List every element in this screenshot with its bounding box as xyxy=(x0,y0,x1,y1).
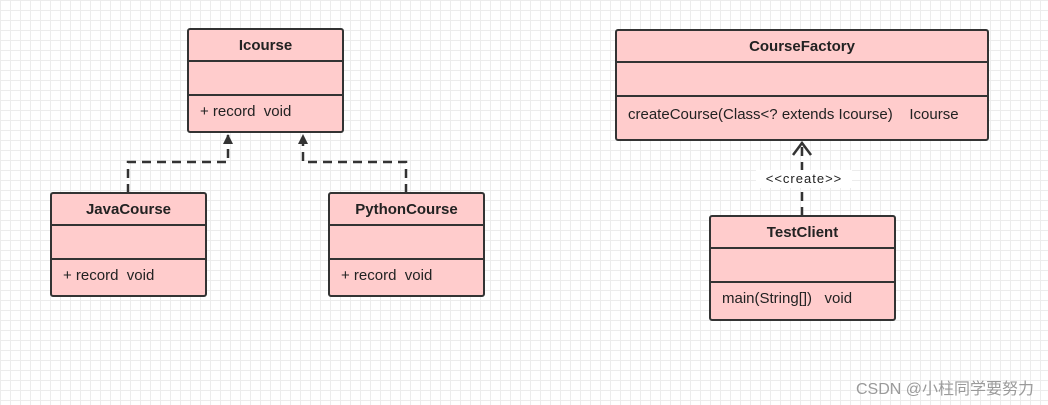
open-arrowhead xyxy=(792,140,812,156)
class-pythoncourse[interactable]: PythonCourse + record void xyxy=(328,192,485,297)
stereotype-create-label: <<create>> xyxy=(756,170,852,188)
attributes-compartment xyxy=(189,62,342,96)
method-signature: + record void xyxy=(63,267,155,284)
class-name: CourseFactory xyxy=(617,31,987,63)
class-name: PythonCourse xyxy=(330,194,483,226)
class-name: TestClient xyxy=(711,217,894,249)
attributes-compartment xyxy=(711,249,894,283)
attributes-compartment xyxy=(617,63,987,97)
class-icourse[interactable]: Icourse + record void xyxy=(187,28,344,133)
attributes-compartment xyxy=(330,226,483,260)
realization-javacourse-to-icourse xyxy=(126,134,233,193)
method-signature: main(String[]) void xyxy=(722,290,853,307)
class-coursefactory[interactable]: CourseFactory createCourse(Class<? exten… xyxy=(615,29,989,141)
method-signature: + record void xyxy=(341,267,433,284)
class-javacourse[interactable]: JavaCourse + record void xyxy=(50,192,207,297)
realization-pythoncourse-to-icourse xyxy=(298,134,408,193)
class-testclient[interactable]: TestClient main(String[]) void xyxy=(709,215,896,321)
attributes-compartment xyxy=(52,226,205,260)
method-signature: createCourse(Class<? extends Icourse) Ic… xyxy=(628,106,959,123)
watermark: CSDN @小柱同学要努力 xyxy=(855,381,1034,398)
class-name: JavaCourse xyxy=(52,194,205,226)
class-name: Icourse xyxy=(189,30,342,62)
method-signature: + record void xyxy=(200,103,292,120)
